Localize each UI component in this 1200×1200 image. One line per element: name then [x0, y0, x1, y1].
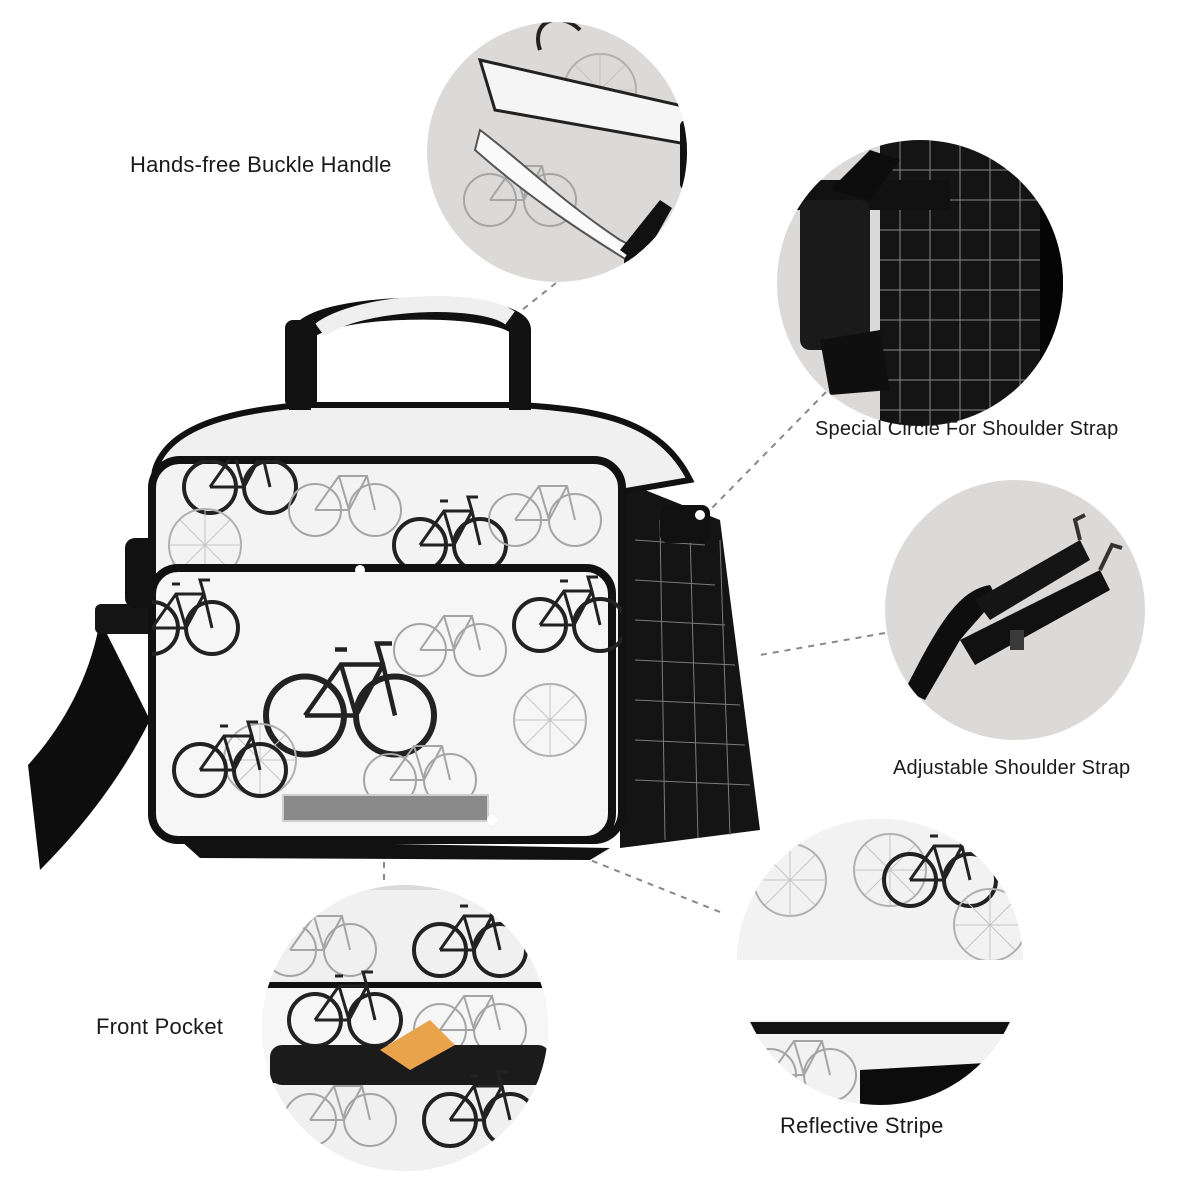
callout-strap-label: Adjustable Shoulder Strap: [893, 757, 1131, 779]
hook-icon: [1072, 513, 1086, 541]
side-mesh-pocket: [620, 480, 760, 848]
detail-circle-pocket: [262, 885, 548, 1171]
detail-circle-stripe: [737, 819, 1023, 1105]
front-pocket: [148, 564, 616, 844]
sandwich-icon: [380, 1020, 455, 1070]
shoulder-strap: [28, 620, 150, 870]
detail-circle-handle: [427, 22, 687, 282]
detail-circle-ring: [777, 140, 1063, 426]
callout-stripe-label: Reflective Stripe: [780, 1113, 944, 1138]
callout-pocket-label: Front Pocket: [96, 1014, 224, 1039]
buckle-icon: [285, 320, 317, 408]
buckle-icon: [680, 120, 687, 190]
callout-ring-label: Special Circle For Shoulder Strap: [815, 418, 1119, 440]
lunch-bag: [28, 296, 760, 870]
callout-handle-label: Hands-free Buckle Handle: [130, 152, 392, 177]
detail-circle-strap: [885, 480, 1145, 740]
reflective-stripe: [282, 794, 489, 822]
